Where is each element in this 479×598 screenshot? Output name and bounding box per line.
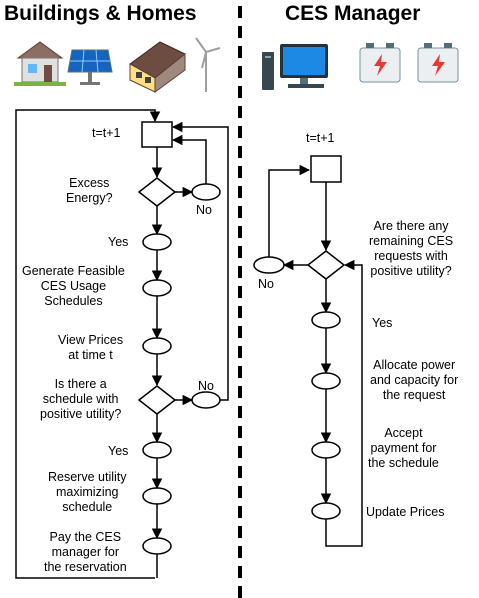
no-loop-connector-requests — [268, 164, 311, 257]
yes-label-schedule: Yes — [108, 444, 129, 458]
reserve-node — [142, 487, 172, 505]
no-node-requests — [253, 256, 285, 274]
pay-node — [142, 537, 172, 555]
update-prices-label: Update Prices — [366, 505, 445, 519]
update-node — [311, 502, 341, 520]
icon-strip — [14, 37, 459, 93]
no-label-excess: No — [196, 203, 212, 217]
generate-node — [142, 279, 172, 297]
yes-label-requests: Yes — [372, 316, 393, 330]
buildings-homes-header: Buildings & Homes — [4, 2, 197, 25]
reserve-schedule-label: Reserve utility maximizing schedule — [48, 470, 127, 514]
right-time-step-box — [310, 155, 342, 183]
excess-energy-decision — [137, 177, 177, 207]
excess-energy-label: Excess Energy? — [66, 176, 113, 205]
positive-utility-label: Is there a schedule with positive utilit… — [40, 377, 122, 421]
yes-node-excess — [142, 233, 172, 251]
pay-manager-label: Pay the CES manager for the reservation — [44, 530, 127, 574]
remaining-requests-label: Are there any remaining CES requests wit… — [369, 219, 454, 278]
solar-panel-icon — [67, 49, 113, 85]
left-time-step-label: t=t+1 — [92, 126, 121, 140]
battery-icon — [417, 43, 459, 83]
view-prices-node — [142, 337, 172, 355]
left-time-step-box — [141, 121, 173, 148]
wind-turbine-icon — [195, 37, 221, 92]
generate-schedules-label: Generate Feasible CES Usage Schedules — [22, 264, 125, 308]
no-loop-connector-schedule — [171, 121, 229, 401]
right-time-step-label: t=t+1 — [306, 131, 335, 145]
no-node-excess — [191, 183, 221, 201]
remaining-requests-decision — [306, 250, 346, 280]
yes-label-excess: Yes — [108, 235, 129, 249]
accept-payment-label: Accept payment for the schedule — [368, 426, 439, 470]
no-label-schedule: No — [198, 379, 214, 393]
ces-manager-header: CES Manager — [285, 2, 421, 25]
battery-icon — [359, 43, 401, 83]
no-label-requests: No — [258, 277, 274, 291]
yes-node-schedule — [142, 441, 172, 459]
accept-node — [311, 441, 341, 459]
building-icon — [129, 41, 186, 93]
house-icon — [14, 41, 66, 86]
no-node-schedule — [191, 391, 221, 409]
right-loop-connector — [325, 259, 363, 547]
positive-utility-decision — [137, 385, 177, 415]
no-loop-connector-excess — [171, 134, 207, 184]
allocate-label: Allocate power and capacity for the requ… — [370, 358, 459, 402]
view-prices-label: View Prices at time t — [58, 333, 124, 362]
allocate-node — [311, 372, 341, 390]
left-outer-loop-connector — [15, 109, 161, 579]
yes-node-requests — [311, 311, 341, 329]
computer-icon — [262, 44, 328, 90]
